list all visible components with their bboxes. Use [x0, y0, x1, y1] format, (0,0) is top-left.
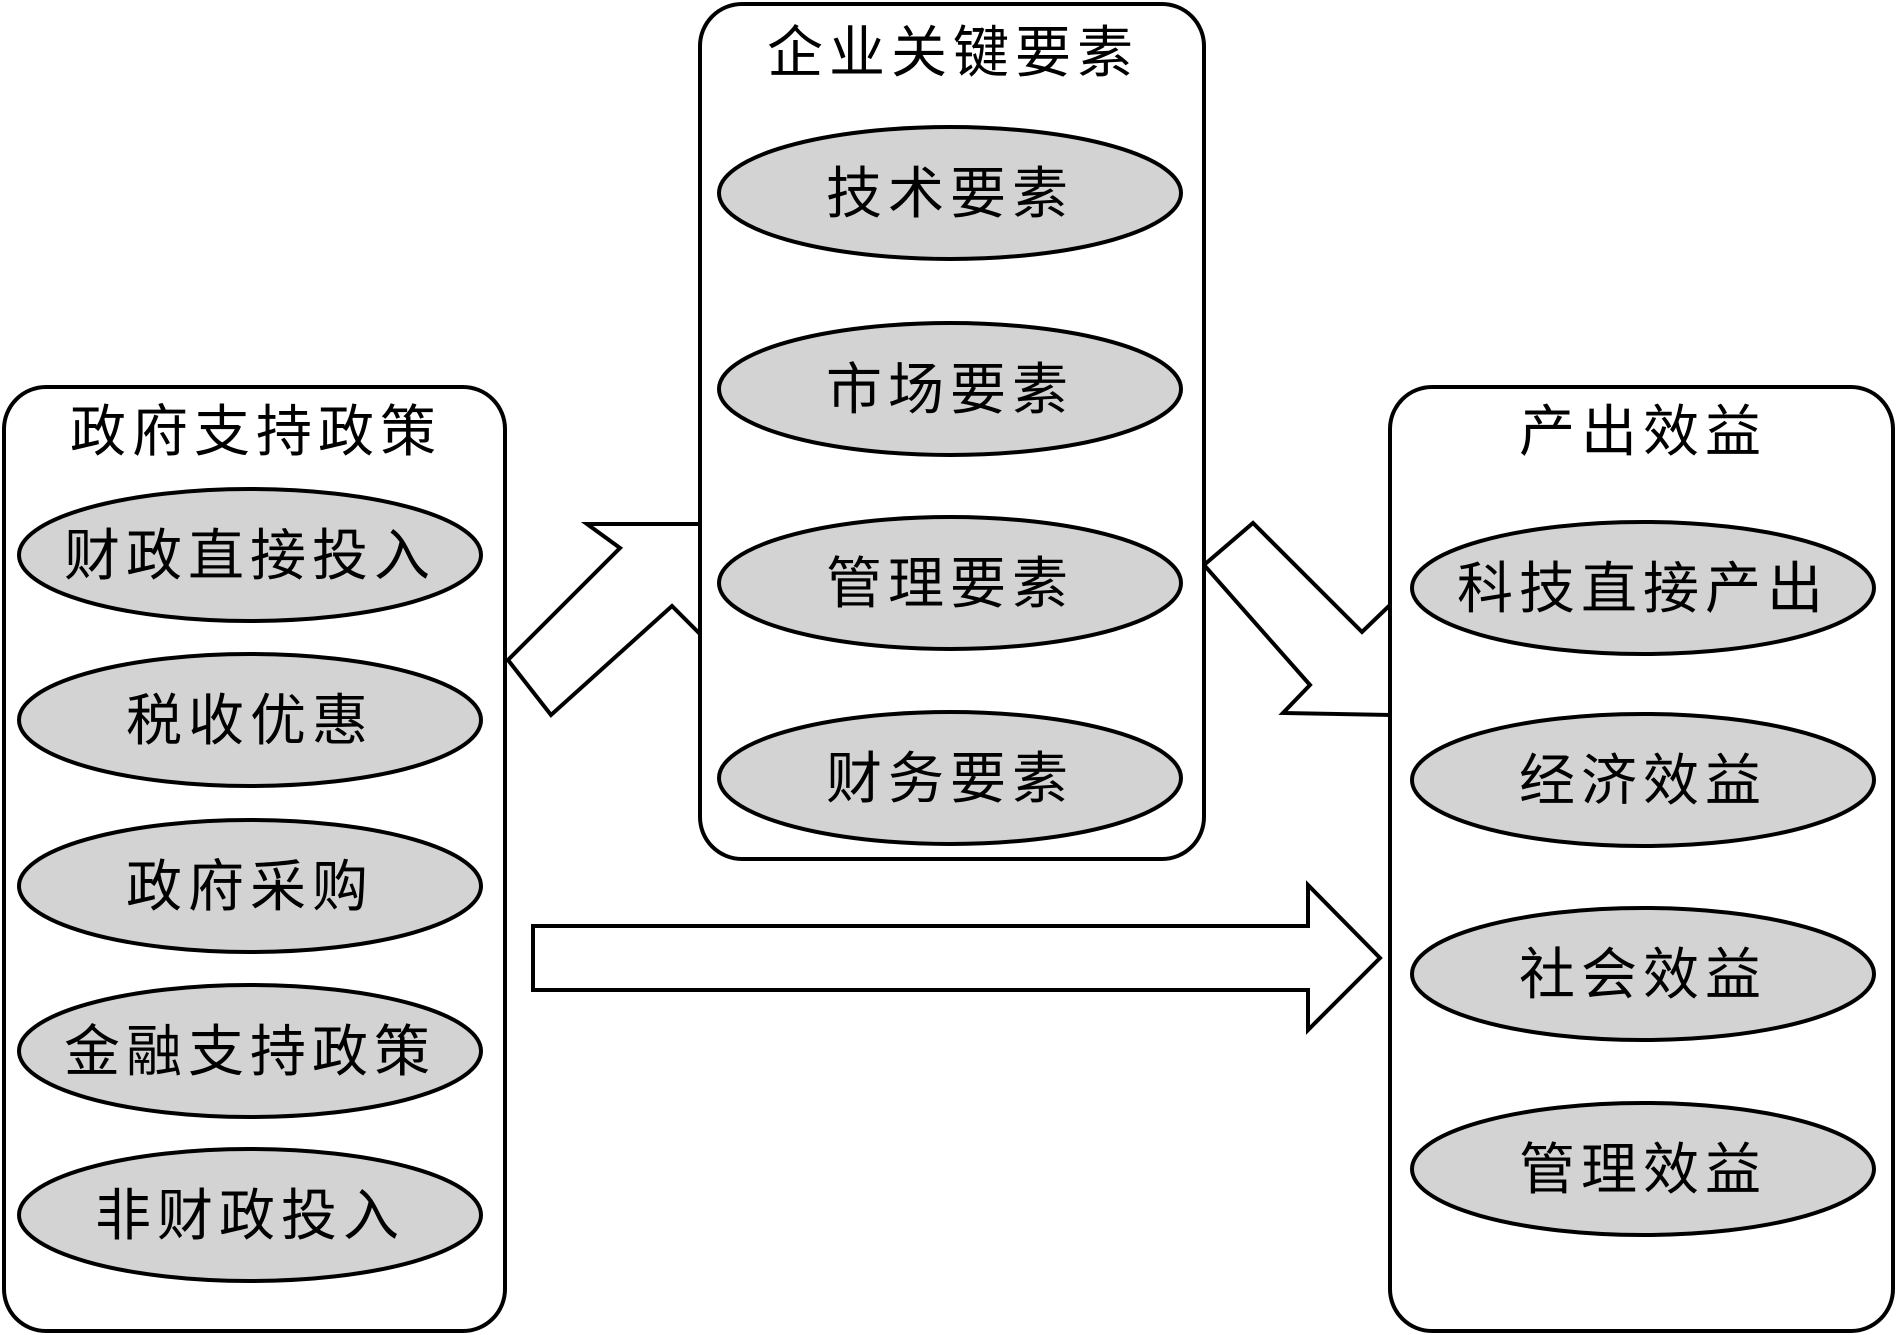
output-benefits-node-label-1: 科技直接产出	[1457, 557, 1829, 622]
enterprise-factors-node-label-4: 财务要素	[826, 747, 1074, 812]
output-benefits-node-2	[1410, 712, 1876, 848]
enterprise-factors-node-2	[717, 321, 1183, 457]
government-policy-node-3	[17, 818, 483, 954]
government-policy-node-1	[17, 487, 483, 623]
enterprise-factors-node-label-1: 技术要素	[826, 162, 1074, 227]
government-policy-node-label-5: 非财政投入	[95, 1184, 405, 1249]
enterprise-factors-node-4	[717, 710, 1183, 846]
arrow-policy-to-output	[531, 880, 1383, 1035]
government-policy-node-label-3: 政府采购	[126, 855, 374, 920]
panel-output-benefits-title: 产出效益	[1519, 400, 1767, 465]
enterprise-factors-node-1	[717, 125, 1183, 261]
panel-government-policy-title: 政府支持政策	[70, 400, 442, 465]
enterprise-factors-node-3	[717, 515, 1183, 651]
government-policy-node-label-4: 金融支持政策	[64, 1020, 436, 1085]
arrow-enterprise-to-output	[1201, 520, 1392, 718]
output-benefits-node-3	[1410, 906, 1876, 1042]
output-benefits-node-label-2: 经济效益	[1519, 749, 1767, 814]
government-policy-node-2	[17, 652, 483, 788]
output-benefits-node-4	[1410, 1101, 1876, 1237]
enterprise-factors-node-label-3: 管理要素	[826, 552, 1074, 617]
output-benefits-node-label-3: 社会效益	[1519, 943, 1767, 1008]
government-policy-node-label-2: 税收优惠	[126, 689, 374, 754]
panel-enterprise-factors-title: 企业关键要素	[767, 21, 1139, 86]
government-policy-node-label-1: 财政直接投入	[64, 524, 436, 589]
government-policy-node-4	[17, 983, 483, 1119]
government-policy-node-5	[17, 1147, 483, 1283]
enterprise-factors-node-label-2: 市场要素	[826, 358, 1074, 423]
arrow-policy-to-enterprise	[505, 522, 704, 718]
output-benefits-node-1	[1410, 520, 1876, 656]
output-benefits-node-label-4: 管理效益	[1519, 1138, 1767, 1203]
